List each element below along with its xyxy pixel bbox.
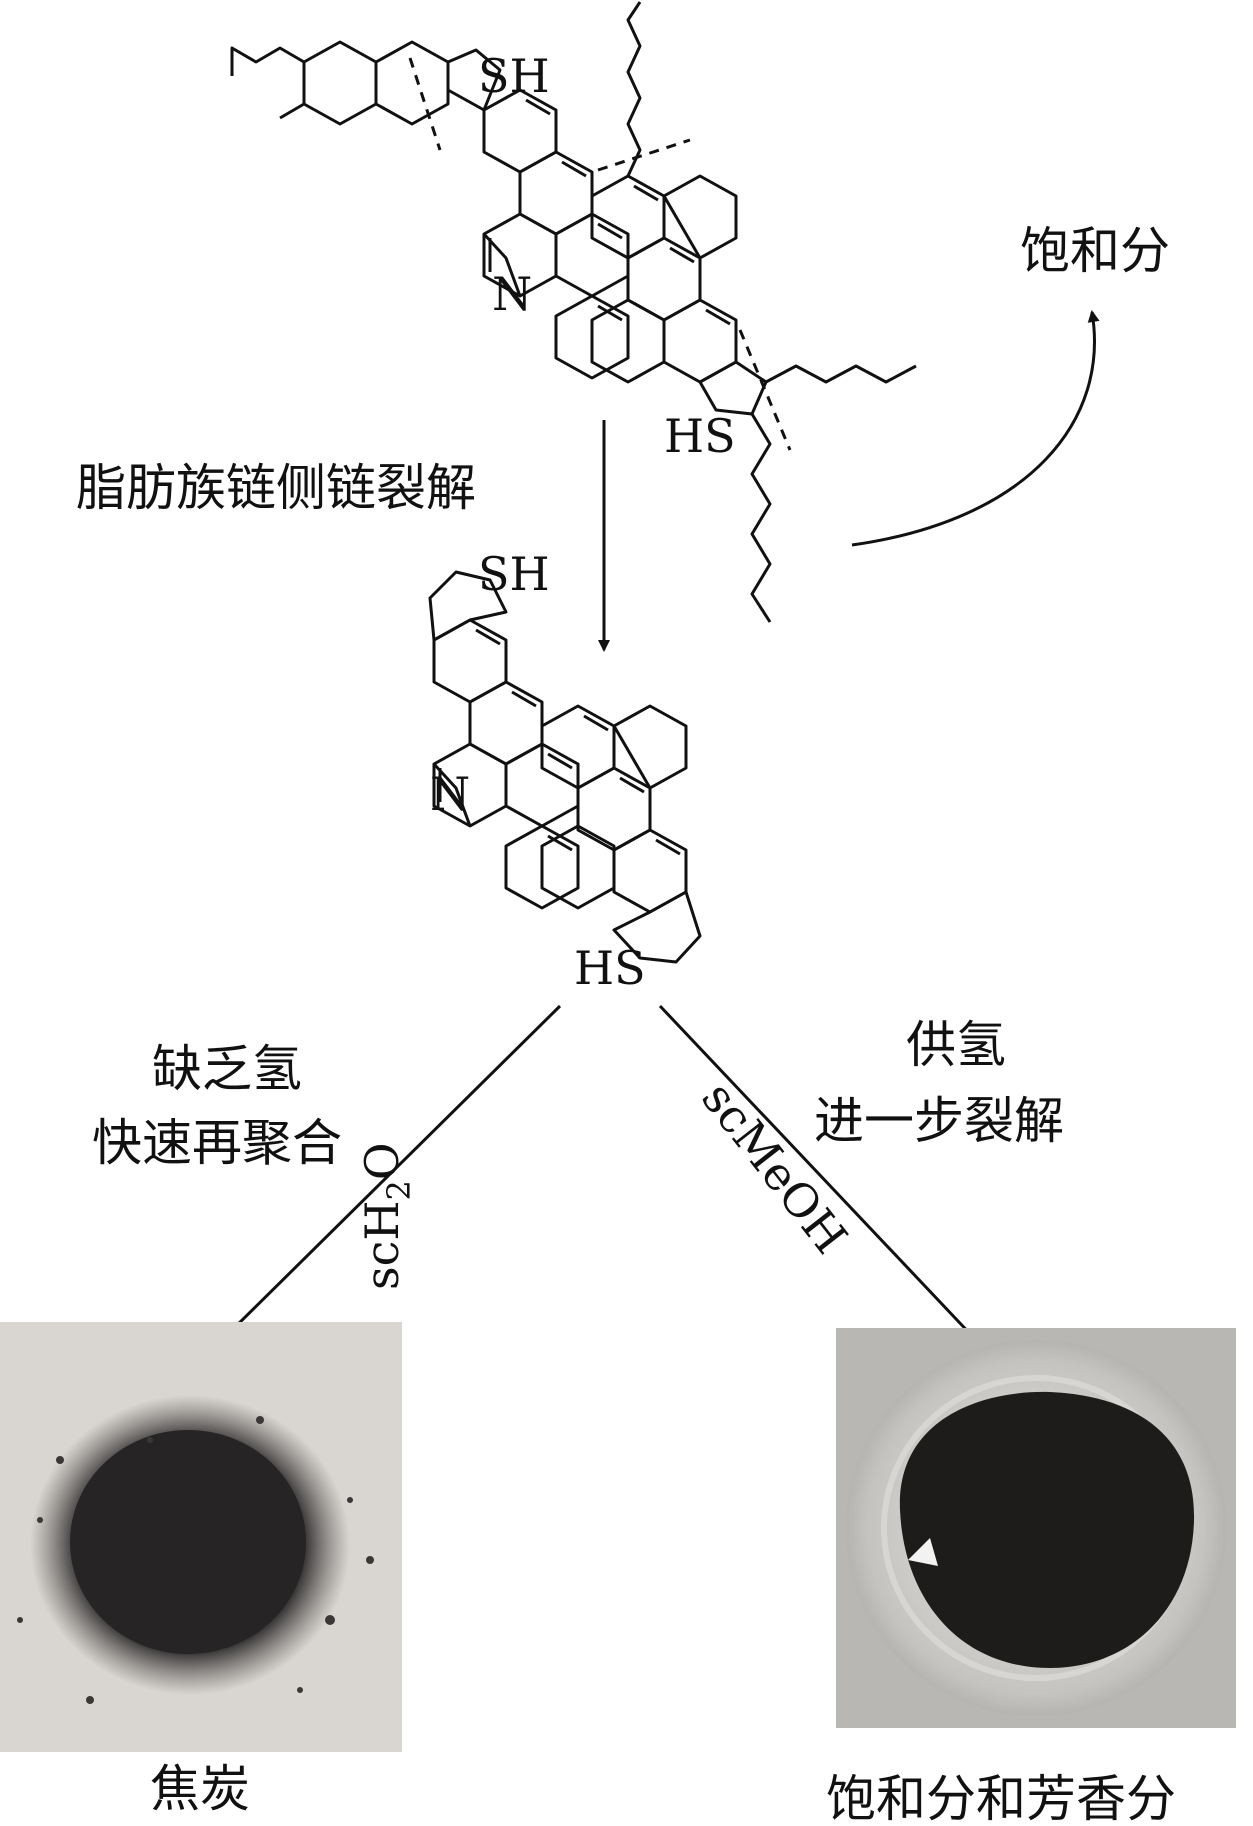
right-branch-arrow [658,1004,1012,1378]
product-caption: 饱和分和芳香分 [826,1770,1176,1826]
atom-n-top: N [492,267,532,321]
coke-photo [0,1322,402,1752]
atom-n-mid: N [430,767,470,821]
svg-text:scH2O: scH2O [355,1142,418,1290]
top-thiophene-left [446,48,502,112]
coke-caption: 焦炭 [150,1760,250,1818]
right-condition-line2: 进一步裂解 [814,1092,1064,1150]
oil-dish-photo [836,1328,1236,1728]
left-branch-arrow [220,1004,562,1342]
left-solvent-label: scH2O [355,1142,418,1290]
top-aromatic-core [482,88,738,384]
saturates-label: 饱和分 [1020,222,1170,280]
cleavage-marks [408,57,792,451]
atom-sh-top: SH [478,49,550,103]
top-alkyl-chain-right [765,364,917,384]
atom-sh-mid: SH [478,547,550,601]
right-condition-line1: 供氢 [906,1016,1006,1074]
left-condition-line2: 快速再聚合 [92,1114,342,1172]
atom-hs-top: HS [664,409,736,463]
left-condition-line1: 缺乏氢 [152,1040,302,1098]
top-thiophene-right [698,360,768,416]
top-molecule [230,1,917,623]
middle-molecule [428,570,702,964]
atom-hs-mid: HS [574,941,646,995]
top-alkyl-chain-down [750,413,772,623]
side-chain-cracking-label: 脂肪族链侧链裂解 [76,459,476,517]
saturates-arrow [851,310,1100,547]
top-alkyl-chain-up [626,1,642,177]
top-naphthenic-rings [230,40,450,126]
